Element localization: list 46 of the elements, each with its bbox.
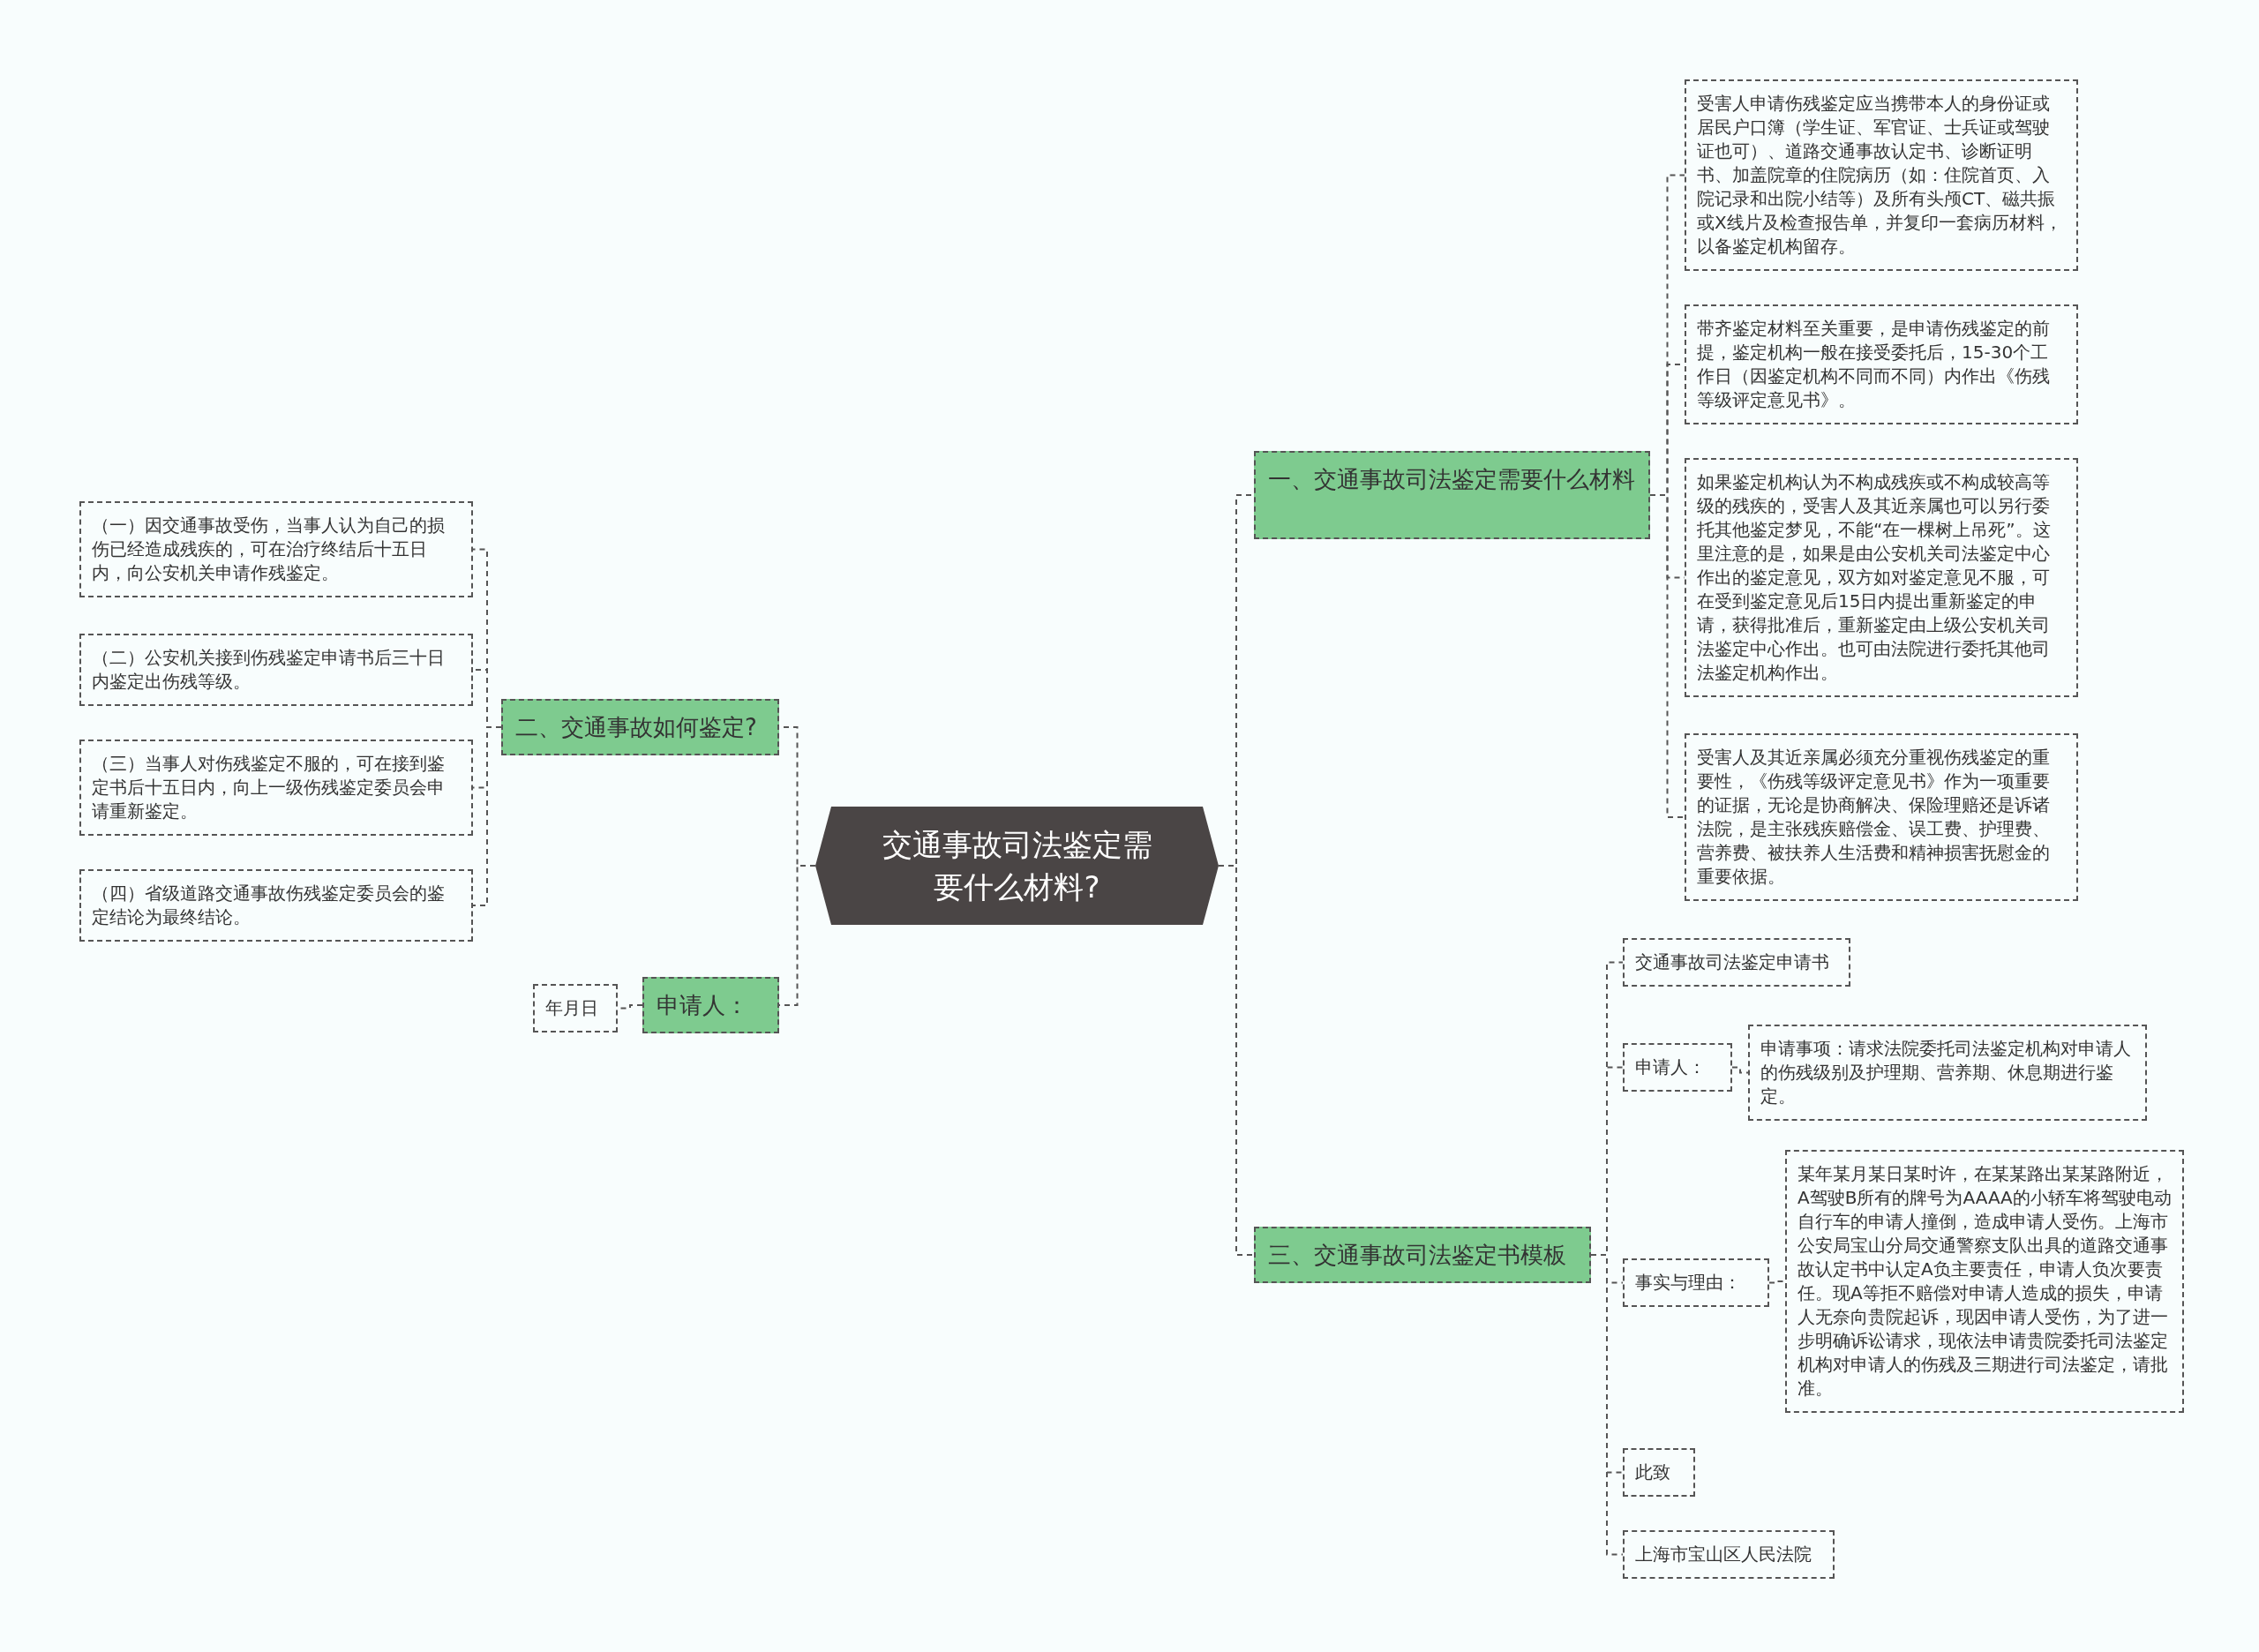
topic-text: 三、交通事故司法鉴定书模板: [1268, 1242, 1566, 1268]
note-box: [1623, 1448, 1695, 1497]
note-box: [79, 634, 473, 706]
note-text: （二）公安机关接到伤残鉴定申请书后三十日内鉴定出伤残等级。: [92, 647, 445, 692]
note-text: 受害人及其近亲属必须充分重视伤残鉴定的重要性，《伤残等级评定意见书》作为一项重要的证据，无论是协商解决、保险理赔还是诉诸法院，是主张残疾赔偿金、误工费、护理费、营养费、被扶养人生活费和精神损害抚慰金的重要依据。: [1697, 747, 2050, 887]
note-box: [1623, 1530, 1835, 1579]
note-box: [1623, 938, 1850, 987]
note-box: [1685, 79, 2078, 271]
topic-text: 一、交通事故司法鉴定需要什么材料: [1268, 466, 1635, 492]
topic-box: [642, 977, 779, 1033]
topic-box: [501, 699, 779, 755]
note-box: [1785, 1150, 2184, 1413]
note-box: [1685, 458, 2078, 697]
topic-text: 申请人：: [657, 992, 748, 1018]
note-text: （三）当事人对伤残鉴定不服的，可在接到鉴定书后十五日内，向上一级伤残鉴定委员会申请重新鉴定。: [92, 753, 445, 822]
note-text: 交通事故司法鉴定申请书: [1635, 951, 1829, 972]
note-text: （四）省级道路交通事故伤残鉴定委员会的鉴定结论为最终结论。: [92, 882, 445, 927]
topic-box: [1254, 1227, 1591, 1283]
note-text: 此致: [1635, 1461, 1670, 1483]
note-box: [1685, 304, 2078, 424]
note-text: 年月日: [545, 997, 598, 1018]
note-box: [1748, 1025, 2147, 1121]
note-text: 受害人申请伤残鉴定应当携带本人的身份证或居民户口簿（学生证、军官证、士兵证或驾驶证也可）、道路交通事故认定书、诊断证明书、加盖院章的住院病历（如：住院首页、入院记录和出院小结等）及所有头颅CT、磁共振或X线片及检查报告单，并复印一套病历材料，以备鉴定机构留存。: [1697, 93, 2062, 257]
note-box: [1623, 1258, 1769, 1307]
note-text: 某年某月某日某时许，在某某路出某某路附近，A驾驶B所有的牌号为AAAA的小轿车将驾驶电动自行车的申请人撞倒，造成申请人受伤。上海市公安局宝山分局交通警察支队出具的道路交通事故认定书中认定A负主要责任，申请人负次要责任。现A等拒不赔偿对申请人造成的损失，申请人无奈向贵院起诉，现因申请人受伤，为了进一步明确诉讼请求，现依法申请贵院委托司法鉴定机构对申请人的伤残及三期进行司法鉴定，请批准。: [1797, 1163, 2172, 1399]
central-topic-hexagon: [815, 807, 1219, 925]
note-text: 申请事项：请求法院委托司法鉴定机构对申请人的伤残级别及护理期、营养期、休息期进行鉴定。: [1760, 1038, 2131, 1107]
note-text: 申请人：: [1635, 1056, 1706, 1078]
note-box: [533, 984, 618, 1032]
connector-line: [1768, 1280, 1786, 1284]
topic-box: [1254, 451, 1650, 539]
note-text: 事实与理由：: [1635, 1272, 1741, 1293]
note-box: [79, 869, 473, 942]
note-text: 带齐鉴定材料至关重要，是申请伤残鉴定的前提，鉴定机构一般在接受委托后，15-30个工作日（因鉴定机构不同而不同）内作出《伤残等级评定意见书》。: [1697, 318, 2050, 410]
connector-line: [1731, 1066, 1749, 1074]
note-box: [79, 740, 473, 836]
note-box: [1623, 1043, 1732, 1092]
note-box: [1685, 733, 2078, 901]
note-text: 上海市宝山区人民法院: [1635, 1543, 1812, 1565]
note-box: [79, 501, 473, 597]
note-text: （一）因交通事故受伤，当事人认为自己的损伤已经造成残疾的，可在治疗终结后十五日内，向公安机关申请作残鉴定。: [92, 514, 445, 583]
connector-line: [472, 726, 502, 906]
note-text: 如果鉴定机构认为不构成残疾或不构成较高等级的残疾的，受害人及其近亲属也可以另行委托其他鉴定梦见，不能“在一棵树上吊死”。这里注意的是，如果是由公安机关司法鉴定中心作出的鉴定意见，双方如对鉴定意见不服，可在受到鉴定意见后15日内提出重新鉴定的申请，获得批准后，重新鉴定由上级公安机关司法鉴定中心作出。也可由法院进行委托其他司法鉴定机构作出。: [1697, 471, 2051, 683]
central-topic-text: 交通事故司法鉴定需要什么材料?: [881, 826, 1153, 906]
topic-text: 二、交通事故如何鉴定?: [515, 714, 757, 740]
connector-line: [1590, 1254, 1624, 1556]
